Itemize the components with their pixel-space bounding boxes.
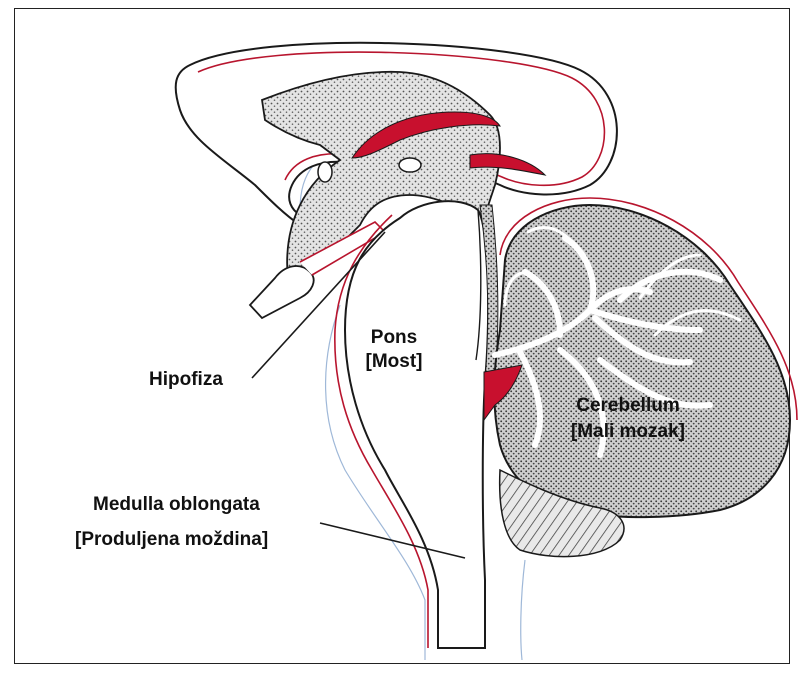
mammillary-oval — [318, 162, 332, 182]
medulla-label: Medulla oblongata — [93, 493, 260, 516]
pituitary — [250, 266, 314, 318]
medulla-local-label: [Produljena moždina] — [75, 528, 268, 551]
pons-label: Pons — [358, 326, 430, 349]
commissure-oval — [399, 158, 421, 172]
cerebellum-local-label: [Mali mozak] — [538, 420, 718, 443]
cerebellum-label: Cerebellum — [548, 394, 708, 417]
pons-local-label: [Most] — [358, 350, 430, 373]
cerebellum — [494, 205, 790, 517]
hipofiza-label: Hipofiza — [149, 368, 223, 391]
